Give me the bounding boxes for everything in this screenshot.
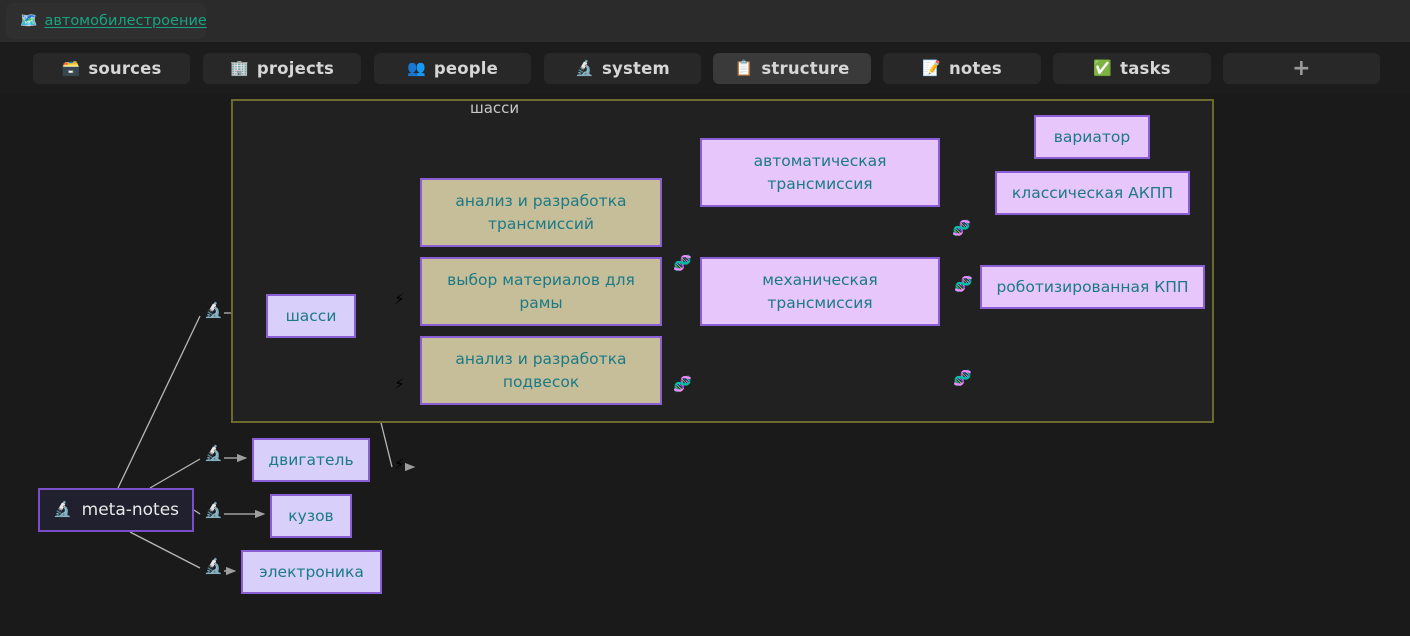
node-label: шасси <box>285 306 337 325</box>
node-label: механическая трансмиссия <box>762 271 878 312</box>
edge-dna-emoji[interactable]: 🧬 <box>673 375 692 393</box>
card-file-box-emoji: 🗃️ <box>61 59 81 77</box>
microscope-emoji: 🔬 <box>52 500 72 519</box>
check-mark-button-emoji: ✅ <box>1093 59 1113 77</box>
tab-sources[interactable]: 🗃️ sources <box>33 53 190 84</box>
edge-high-voltage-emoji[interactable]: ⚡ <box>394 375 405 393</box>
tab-label: projects <box>256 59 335 78</box>
graph-node-meta-notes[interactable]: 🔬 meta-notes <box>38 488 194 532</box>
office-building-emoji: 🏢 <box>229 59 249 77</box>
node-label: классическая АКПП <box>1011 183 1174 202</box>
tab-projects[interactable]: 🏢 projects <box>203 53 361 84</box>
memo-emoji: 📝 <box>922 59 941 77</box>
node-label: двигатель <box>268 450 354 469</box>
edge-dna-emoji[interactable]: 🧬 <box>952 219 971 237</box>
tab-label: structure <box>761 59 850 78</box>
tab-label: people <box>433 59 499 78</box>
plus-icon: + <box>1292 56 1311 81</box>
tab-notes[interactable]: 📝 notes <box>883 53 1041 84</box>
graph-node-robotizirovannaya-kpp[interactable]: роботизированная КПП <box>980 265 1205 309</box>
edge-microscope-emoji[interactable]: 🔬 <box>204 444 223 462</box>
tab-strip: 🗃️ sources 🏢 projects 👥 people 🔬 system 📋 structu… <box>0 42 1410 94</box>
edge-microscope-emoji[interactable]: 🔬 <box>204 301 223 319</box>
clipboard-emoji: 📋 <box>734 59 754 77</box>
edge-high-voltage-emoji[interactable]: ⚡ <box>394 290 405 308</box>
graph-canvas[interactable]: шасси 🔬 meta-notes шасси двигатель кузов элек… <box>0 94 1410 636</box>
graph-node-kuzov[interactable]: кузов <box>270 494 352 538</box>
node-label: анализ и разработка трансмиссий <box>455 192 627 233</box>
node-label: анализ и разработка подвесок <box>455 350 627 391</box>
graph-node-meh-transmissiya[interactable]: механическая трансмиссия <box>700 257 940 326</box>
tab-label: notes <box>948 59 1002 78</box>
breadcrumb-tab[interactable]: 🗺️ автомобилестроение <box>6 3 207 39</box>
node-label: кузов <box>288 506 334 525</box>
tab-people[interactable]: 👥 people <box>374 53 531 84</box>
tab-label: tasks <box>1120 59 1171 78</box>
graph-node-analiz-transmissiy[interactable]: анализ и разработка трансмиссий <box>420 178 662 247</box>
node-label: выбор материалов для рамы <box>447 271 635 312</box>
graph-node-analiz-podvesok[interactable]: анализ и разработка подвесок <box>420 336 662 405</box>
breadcrumb-link[interactable]: автомобилестроение <box>44 13 207 29</box>
node-label: meta-notes <box>81 499 180 520</box>
graph-node-avto-transmissiya[interactable]: автоматическая трансмиссия <box>700 138 940 207</box>
node-label: автоматическая трансмиссия <box>753 152 887 193</box>
graph-node-shassi[interactable]: шасси <box>266 294 356 338</box>
edge-dna-emoji[interactable]: 🧬 <box>953 369 972 387</box>
busts-in-silhouette-emoji: 👥 <box>406 59 426 77</box>
graph-node-vybor-materialov[interactable]: выбор материалов для рамы <box>420 257 662 326</box>
tab-structure[interactable]: 📋 structure <box>713 53 871 84</box>
node-label: роботизированная КПП <box>996 277 1189 296</box>
tab-label: sources <box>88 59 162 78</box>
edge-microscope-emoji[interactable]: 🔬 <box>204 501 223 519</box>
edge-dna-emoji[interactable]: 🧬 <box>673 254 692 272</box>
tab-label: system <box>602 59 670 78</box>
microscope-emoji: 🔬 <box>575 59 594 77</box>
edge-dna-emoji[interactable]: 🧬 <box>954 275 973 293</box>
edge-microscope-emoji[interactable]: 🔬 <box>204 557 223 575</box>
edge-high-voltage-emoji[interactable]: ⚡ <box>394 455 405 473</box>
node-label: вариатор <box>1053 127 1131 146</box>
graph-node-dvigatel[interactable]: двигатель <box>252 438 370 482</box>
tab-tasks[interactable]: ✅ tasks <box>1053 53 1211 84</box>
cluster-label: шасси <box>470 99 520 117</box>
node-label: электроника <box>259 562 364 581</box>
top-bar: 🗺️ автомобилестроение <box>0 0 1410 42</box>
map-icon: 🗺️ <box>20 13 38 29</box>
graph-node-variator[interactable]: вариатор <box>1034 115 1150 159</box>
graph-node-klassicheskaya-akpp[interactable]: классическая АКПП <box>995 171 1190 215</box>
tab-add[interactable]: + <box>1223 53 1380 84</box>
graph-node-elektronika[interactable]: электроника <box>241 550 382 594</box>
tab-system[interactable]: 🔬 system <box>544 53 701 84</box>
